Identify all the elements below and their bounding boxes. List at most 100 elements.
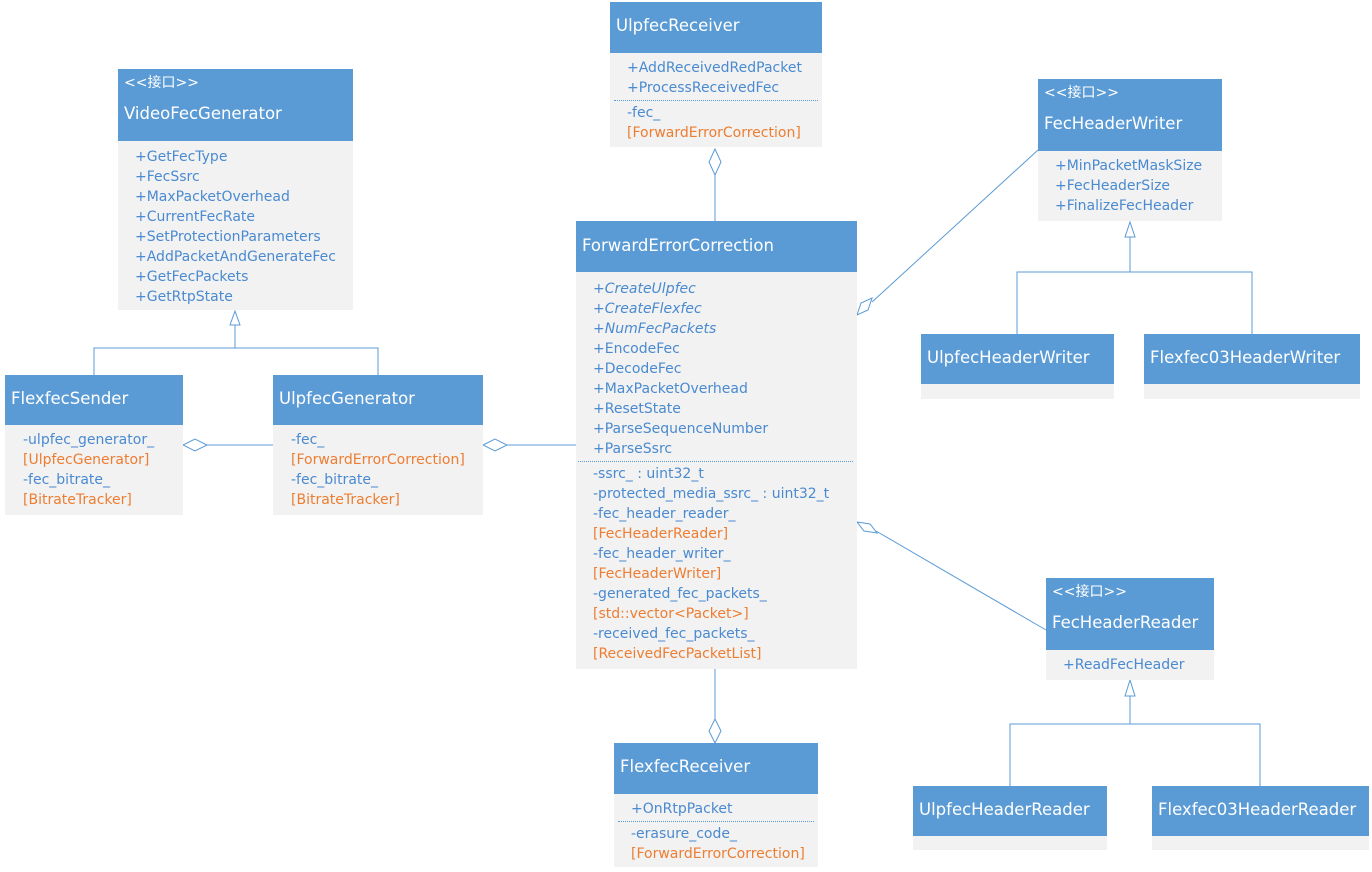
field-name: -ssrc_ : uint32_t	[593, 466, 704, 482]
class-members: +AddReceivedRedPacket +ProcessReceivedFe…	[610, 53, 822, 147]
generalization-arrow-fec-header-reader	[1124, 678, 1136, 697]
generalization-arrow-video-fec-generator	[229, 309, 241, 326]
method: +EncodeFec	[593, 341, 680, 357]
class-methods: +GetFecType +FecSsrc +MaxPacketOverhead …	[118, 141, 353, 311]
class-name: VideoFecGenerator	[124, 104, 282, 123]
class-fields: -ulpfec_generator_ [UlpfecGenerator] -fe…	[5, 425, 183, 514]
stereotype-label: <<接口>>	[1044, 85, 1119, 101]
field-name: -protected_media_ssrc_ : uint32_t	[593, 486, 830, 502]
field-type: [FecHeaderReader]	[593, 526, 729, 542]
class-name: FlexfecSender	[11, 389, 129, 408]
field-name: -fec_header_reader_	[593, 506, 736, 522]
generalization-arrow-fec-header-writer	[1124, 220, 1136, 238]
field-name: -fec_header_writer_	[593, 546, 731, 562]
generalization-line-ulpfec-header-writer	[1016, 237, 1131, 334]
class-header: UlpfecGenerator	[273, 375, 483, 425]
class-fields: -fec_ [ForwardErrorCorrection] -fec_bitr…	[273, 425, 483, 514]
method: +DecodeFec	[593, 361, 682, 377]
stereotype-label: <<接口>>	[124, 75, 199, 91]
class-header: UlpfecHeaderWriter	[921, 334, 1114, 384]
static-method: +CreateUlpfec	[593, 281, 696, 297]
class-ulpfec-header-reader[interactable]: UlpfecHeaderReader	[913, 786, 1107, 850]
class-header: <<接口>> FecHeaderWriter	[1038, 79, 1222, 151]
stereotype-label: <<接口>>	[1052, 584, 1127, 600]
class-flexfec03-header-reader[interactable]: Flexfec03HeaderReader	[1152, 786, 1369, 850]
field-name: -fec_	[627, 105, 661, 121]
class-header: ForwardErrorCorrection	[576, 221, 857, 272]
generalization-line-ulpfec-generator	[235, 347, 379, 375]
generalization-line-flexfec-sender	[93, 325, 236, 375]
class-name: UlpfecReceiver	[616, 16, 740, 35]
field-name: -fec_bitrate_	[23, 472, 110, 488]
aggregation-diamond-flexfec-receiver	[708, 717, 722, 745]
method: +GetFecPackets	[135, 269, 249, 285]
field-name: -generated_fec_packets_	[593, 586, 767, 602]
method: +AddReceivedRedPacket	[627, 60, 802, 76]
class-fec-header-writer[interactable]: <<接口>> FecHeaderWriter +MinPacketMaskSiz…	[1038, 79, 1222, 221]
field-name: -fec_bitrate_	[291, 472, 378, 488]
class-name: Flexfec03HeaderWriter	[1150, 348, 1341, 367]
class-header: UlpfecReceiver	[610, 2, 822, 53]
method: +AddPacketAndGenerateFec	[135, 249, 336, 265]
aggregation-diamond-header-writer	[856, 297, 873, 316]
class-flexfec-sender[interactable]: FlexfecSender -ulpfec_generator_ [Ulpfec…	[5, 375, 183, 515]
class-methods: +ReadFecHeader	[1046, 650, 1214, 679]
static-method: +CreateFlexfec	[593, 301, 702, 317]
class-name: UlpfecGenerator	[279, 389, 415, 408]
aggregation-diamond-ulpfec-receiver	[708, 147, 722, 177]
class-name: FecHeaderWriter	[1044, 114, 1183, 133]
method: +FecHeaderSize	[1055, 178, 1171, 194]
method: +FinalizeFecHeader	[1055, 198, 1194, 214]
field-type: [ForwardErrorCorrection]	[291, 452, 465, 468]
field-name: -received_fec_packets_	[593, 626, 755, 642]
method: +ReadFecHeader	[1063, 657, 1185, 673]
class-ulpfec-header-writer[interactable]: UlpfecHeaderWriter	[921, 334, 1114, 399]
compartment-divider	[578, 461, 853, 462]
method: +CurrentFecRate	[135, 209, 256, 225]
field-type: [std::vector<Packet>]	[593, 606, 749, 622]
aggregation-diamond-header-reader	[855, 521, 879, 534]
field-type: [FecHeaderWriter]	[593, 566, 722, 582]
method: +ParseSsrc	[593, 441, 673, 457]
class-forward-error-correction[interactable]: ForwardErrorCorrection +CreateUlpfec +Cr…	[576, 221, 857, 669]
method: +ParseSequenceNumber	[593, 421, 769, 437]
method: +ResetState	[593, 401, 681, 417]
method: +SetProtectionParameters	[135, 229, 321, 245]
class-flexfec03-header-writer[interactable]: Flexfec03HeaderWriter	[1144, 334, 1360, 399]
class-name: ForwardErrorCorrection	[582, 236, 774, 255]
method: +MaxPacketOverhead	[135, 189, 290, 205]
class-video-fec-generator[interactable]: <<接口>> VideoFecGenerator +GetFecType +Fe…	[118, 69, 353, 310]
field-type: [ReceivedFecPacketList]	[593, 646, 762, 662]
class-members: +OnRtpPacket -erasure_code_ [ForwardErro…	[614, 794, 818, 868]
class-ulpfec-generator[interactable]: UlpfecGenerator -fec_ [ForwardErrorCorre…	[273, 375, 483, 515]
generalization-line-flexfec03-header-reader	[1130, 723, 1261, 786]
class-header: FlexfecSender	[5, 375, 183, 425]
class-flexfec-receiver[interactable]: FlexfecReceiver +OnRtpPacket -erasure_co…	[614, 743, 818, 867]
class-name: UlpfecHeaderWriter	[927, 348, 1090, 367]
class-name: FecHeaderReader	[1052, 613, 1199, 632]
class-methods: +MinPacketMaskSize +FecHeaderSize +Final…	[1038, 151, 1222, 220]
method: +MinPacketMaskSize	[1055, 158, 1203, 174]
class-name: Flexfec03HeaderReader	[1158, 800, 1357, 819]
class-header: FlexfecReceiver	[614, 743, 818, 794]
method: +ProcessReceivedFec	[627, 80, 780, 96]
field-type: [UlpfecGenerator]	[23, 452, 150, 468]
field-type: [BitrateTracker]	[23, 492, 132, 508]
static-method: +NumFecPackets	[593, 321, 717, 337]
field-name: -erasure_code_	[631, 826, 737, 842]
class-header: Flexfec03HeaderReader	[1152, 786, 1369, 836]
class-ulpfec-receiver[interactable]: UlpfecReceiver +AddReceivedRedPacket +Pr…	[610, 2, 822, 147]
class-name: FlexfecReceiver	[620, 757, 751, 776]
association-line-header-reader	[875, 530, 1047, 631]
class-name: UlpfecHeaderReader	[919, 800, 1090, 819]
method: +MaxPacketOverhead	[593, 381, 748, 397]
association-line-header-writer	[871, 149, 1039, 303]
class-fec-header-reader[interactable]: <<接口>> FecHeaderReader +ReadFecHeader	[1046, 578, 1214, 680]
class-header: UlpfecHeaderReader	[913, 786, 1107, 836]
generalization-line-ulpfec-header-reader	[1009, 696, 1131, 786]
class-members: +CreateUlpfec +CreateFlexfec +NumFecPack…	[576, 272, 857, 668]
field-type: [BitrateTracker]	[291, 492, 400, 508]
compartment-divider	[614, 100, 818, 101]
compartment-divider	[618, 821, 814, 822]
